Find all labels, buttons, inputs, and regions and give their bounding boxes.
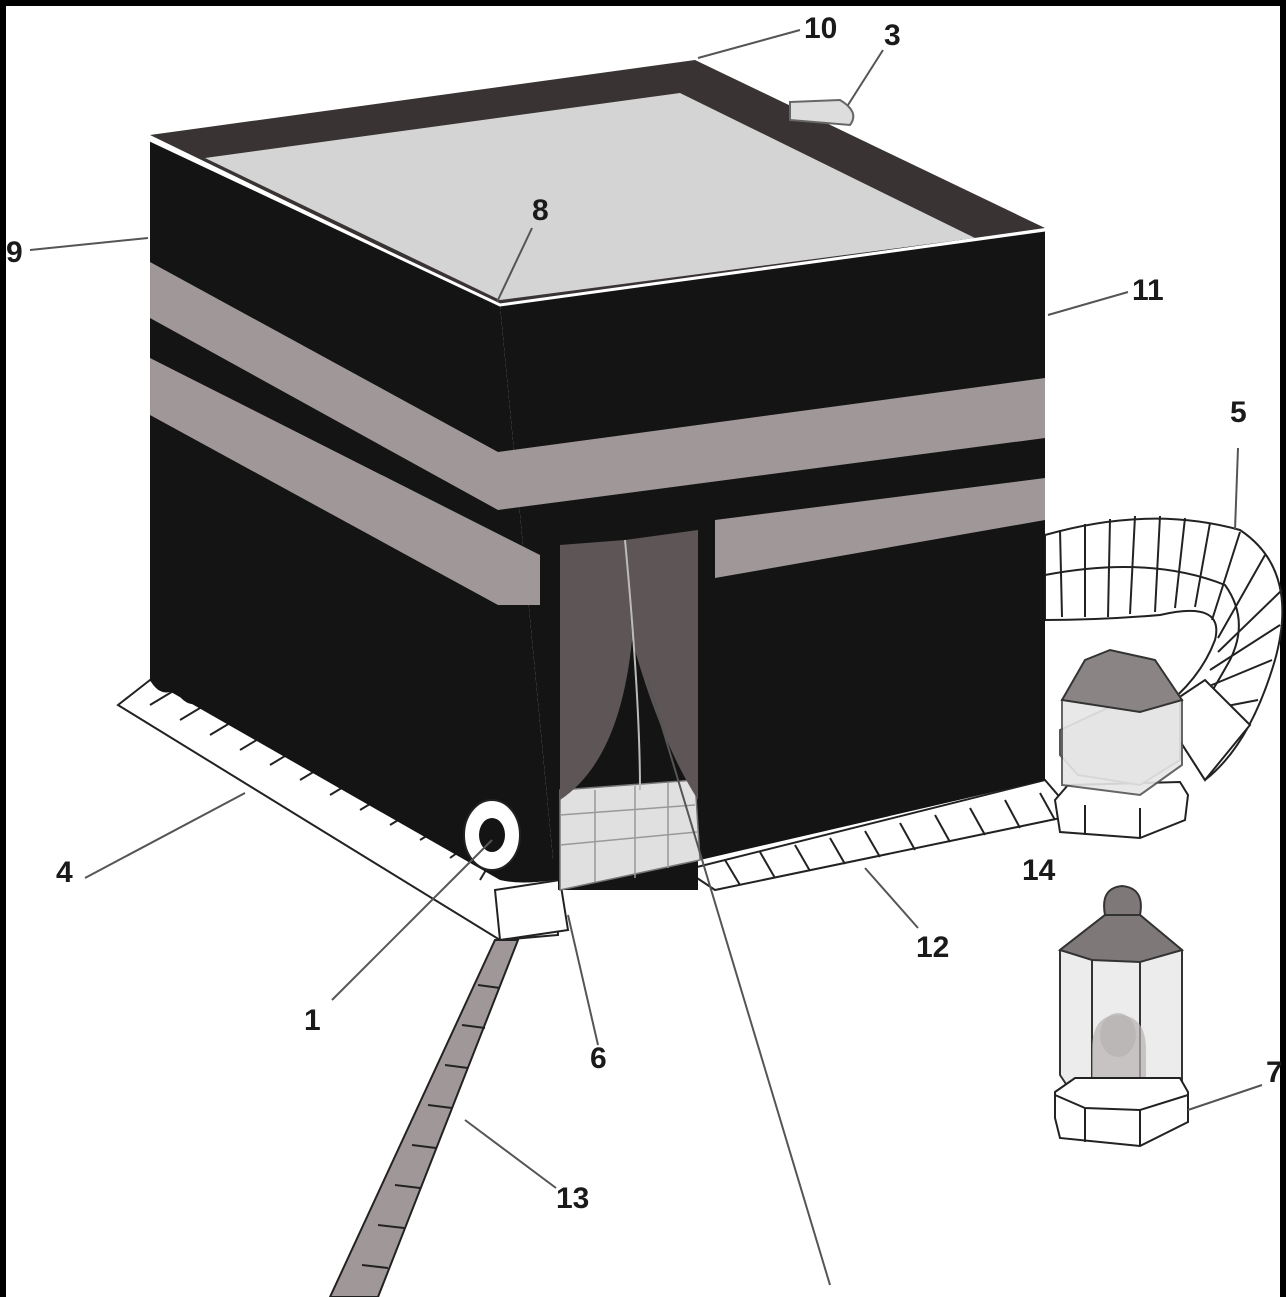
kaaba-door xyxy=(558,530,701,891)
roof-surface xyxy=(205,93,975,300)
callout-10: 10 xyxy=(804,12,837,45)
callout-7: 7 xyxy=(1266,1056,1283,1089)
callout-4: 4 xyxy=(56,856,73,889)
leader-lines xyxy=(29,29,1263,1286)
kiswah-hem-left xyxy=(150,660,555,880)
callout-9: 9 xyxy=(6,236,23,269)
callout-6: 6 xyxy=(590,1042,607,1075)
kiswah-hem-front xyxy=(700,760,1045,860)
roof-edge xyxy=(149,138,1046,307)
callout-3: 3 xyxy=(884,19,901,52)
mataf-path xyxy=(328,939,520,1297)
black-stone xyxy=(463,799,521,871)
callout-5: 5 xyxy=(1230,396,1247,429)
callout-14: 14 xyxy=(1022,854,1056,887)
callout-11: 11 xyxy=(1132,274,1164,307)
callout-2: 2 xyxy=(829,1294,846,1297)
mizab-rain-spout xyxy=(789,98,855,127)
maqam-lantern xyxy=(1054,884,1189,1148)
callout-1: 1 xyxy=(304,1004,321,1037)
shadharwan-base xyxy=(116,678,1077,942)
callout-8: 8 xyxy=(532,194,549,227)
hizam-bands xyxy=(150,262,1045,605)
callout-13: 13 xyxy=(556,1182,589,1215)
callout-12: 12 xyxy=(916,931,949,964)
